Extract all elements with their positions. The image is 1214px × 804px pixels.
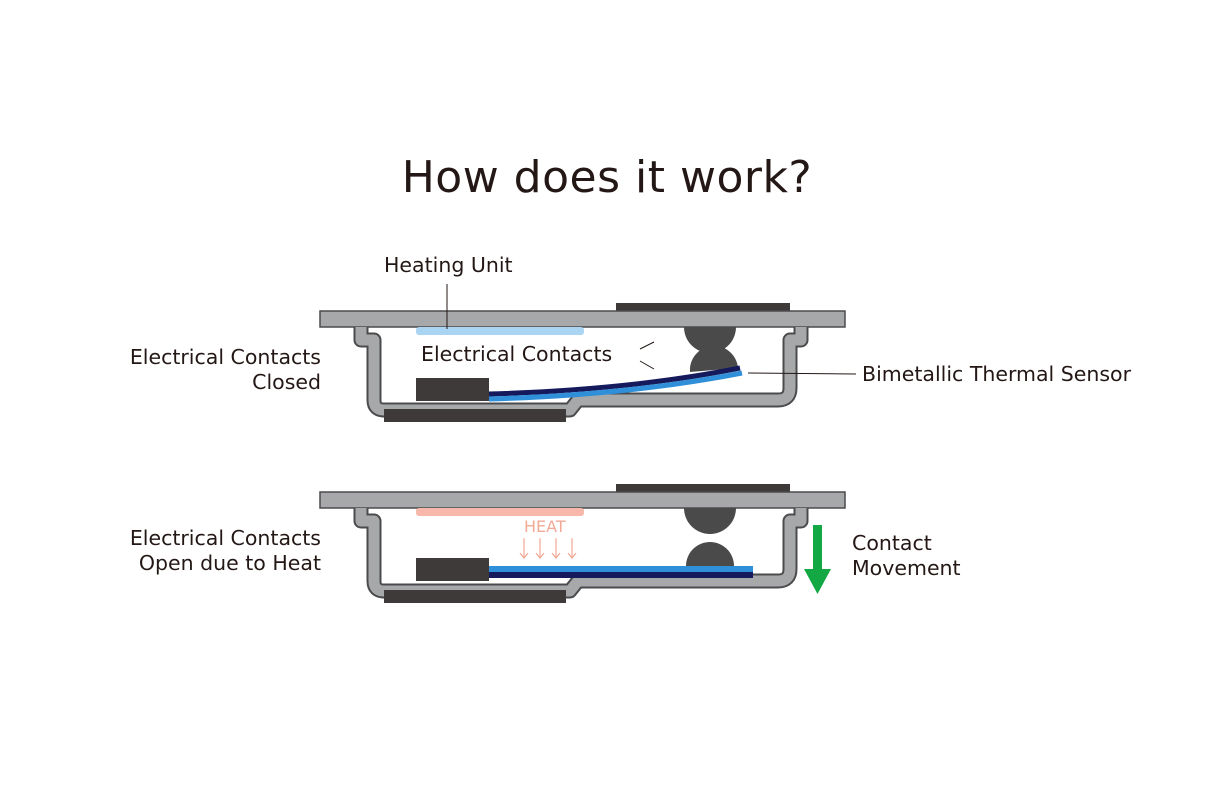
upper-contact (684, 327, 736, 353)
open-state-diagram (319, 484, 846, 603)
top-contact-bar (616, 303, 790, 312)
heating-unit-hot (416, 508, 584, 516)
lower-contact (686, 542, 734, 566)
upper-contact (684, 508, 736, 534)
bimetal-strip-light (488, 370, 743, 402)
contact-movement-arrow-icon (804, 525, 831, 594)
heating-unit-label: Heating Unit (384, 253, 513, 277)
housing-cup-fill (355, 327, 807, 416)
top-contact-bar (616, 484, 790, 493)
open-state-label-line1: Electrical Contacts (130, 526, 321, 550)
base-terminal (384, 590, 566, 603)
lid-plate (319, 310, 846, 328)
open-state-label-line2: Open due to Heat (139, 551, 321, 575)
lower-contact (689, 345, 738, 372)
sensor-leader (747, 372, 857, 375)
bimetal-strip-dark (488, 365, 741, 397)
fixed-contact-block (416, 558, 489, 581)
base-terminal (384, 409, 566, 422)
heating-unit (416, 327, 584, 335)
bimetallic-sensor-label: Bimetallic Thermal Sensor (862, 362, 1132, 386)
closed-state-diagram (319, 284, 857, 422)
closed-state-label-line2: Closed (252, 370, 321, 394)
bimetal-strip-dark (489, 572, 753, 578)
contacts-leader-upper (639, 341, 655, 350)
contacts-leader-lower (639, 360, 655, 370)
fixed-contact-block (416, 378, 489, 401)
contact-movement-label-line2: Movement (852, 556, 961, 580)
electrical-contacts-label: Electrical Contacts (421, 342, 612, 366)
heat-arrows (519, 538, 577, 559)
housing-cup-fill (355, 508, 807, 597)
bimetal-strip-light (489, 566, 753, 572)
page-title: How does it work? (401, 152, 813, 203)
closed-state-label-line1: Electrical Contacts (130, 345, 321, 369)
heat-label: HEAT (524, 517, 566, 536)
contact-movement-label-line1: Contact (852, 531, 932, 555)
lid-plate (319, 491, 846, 509)
